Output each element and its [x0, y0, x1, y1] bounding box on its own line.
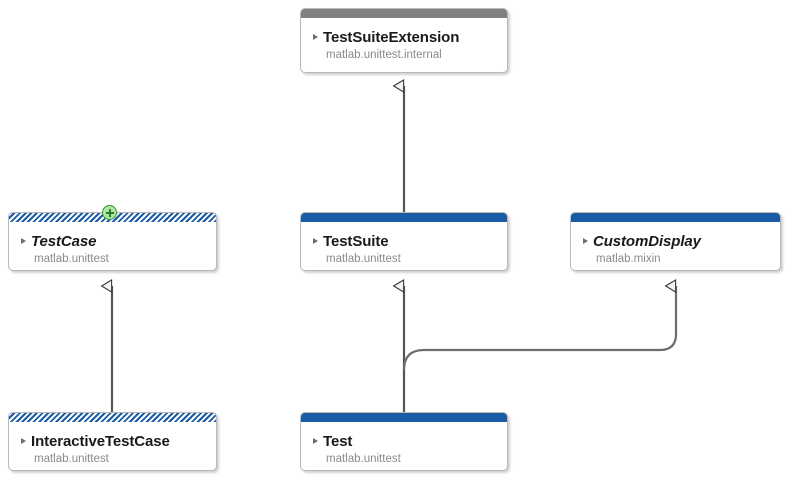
class-name-label: TestCase — [31, 232, 97, 250]
class-package-label: matlab.unittest — [326, 453, 401, 465]
disclosure-triangle-right-icon[interactable] — [313, 438, 318, 444]
class-box-test-suite-extension[interactable]: TestSuiteExtension matlab.unittest.inter… — [300, 8, 508, 73]
class-body: CustomDisplay matlab.mixin — [571, 222, 780, 270]
class-box-test-suite[interactable]: TestSuite matlab.unittest — [300, 212, 508, 271]
class-body: Test matlab.unittest — [301, 422, 507, 470]
edge-test-to-testsuite — [400, 286, 408, 420]
class-package-label: matlab.unittest.internal — [326, 49, 442, 61]
class-header-bar-blue — [301, 413, 507, 422]
class-package-label: matlab.unittest — [34, 253, 109, 265]
class-header-bar-gray — [301, 9, 507, 18]
class-body: TestSuiteExtension matlab.unittest.inter… — [301, 18, 507, 72]
edge-interactivetestcase-to-testcase — [108, 286, 116, 420]
class-box-custom-display[interactable]: CustomDisplay matlab.mixin — [570, 212, 781, 271]
class-name-label: InteractiveTestCase — [31, 432, 170, 450]
class-name-label: TestSuiteExtension — [323, 28, 460, 46]
class-title-row: InteractiveTestCase — [21, 431, 216, 451]
disclosure-triangle-right-icon[interactable] — [21, 438, 26, 444]
edge-test-to-customdisplay — [402, 286, 678, 371]
class-body: InteractiveTestCase matlab.unittest — [9, 422, 216, 470]
class-title-row: TestSuite — [313, 231, 507, 251]
class-title-row: TestCase — [21, 231, 216, 251]
class-box-test-case[interactable]: TestCase matlab.unittest — [8, 212, 217, 271]
class-title-row: CustomDisplay — [583, 231, 780, 251]
class-title-row: TestSuiteExtension — [313, 27, 507, 47]
expand-plus-circle-icon[interactable] — [102, 205, 117, 220]
class-package-label: matlab.unittest — [34, 453, 109, 465]
disclosure-triangle-right-icon[interactable] — [21, 238, 26, 244]
class-name-label: Test — [323, 432, 353, 450]
class-header-bar-blue — [571, 213, 780, 222]
class-title-row: Test — [313, 431, 507, 451]
class-package-label: matlab.unittest — [326, 253, 401, 265]
class-box-interactive-test-case[interactable]: InteractiveTestCase matlab.unittest — [8, 412, 217, 471]
class-name-label: CustomDisplay — [593, 232, 701, 250]
disclosure-triangle-right-icon[interactable] — [313, 238, 318, 244]
class-box-test[interactable]: Test matlab.unittest — [300, 412, 508, 471]
class-package-label: matlab.mixin — [596, 253, 661, 265]
class-body: TestSuite matlab.unittest — [301, 222, 507, 270]
class-header-bar-hatched — [9, 413, 216, 422]
edge-testsuite-to-testsuiteextension — [400, 86, 408, 220]
class-name-label: TestSuite — [323, 232, 389, 250]
class-header-bar-blue — [301, 213, 507, 222]
class-body: TestCase matlab.unittest — [9, 222, 216, 270]
disclosure-triangle-right-icon[interactable] — [313, 34, 318, 40]
disclosure-triangle-right-icon[interactable] — [583, 238, 588, 244]
